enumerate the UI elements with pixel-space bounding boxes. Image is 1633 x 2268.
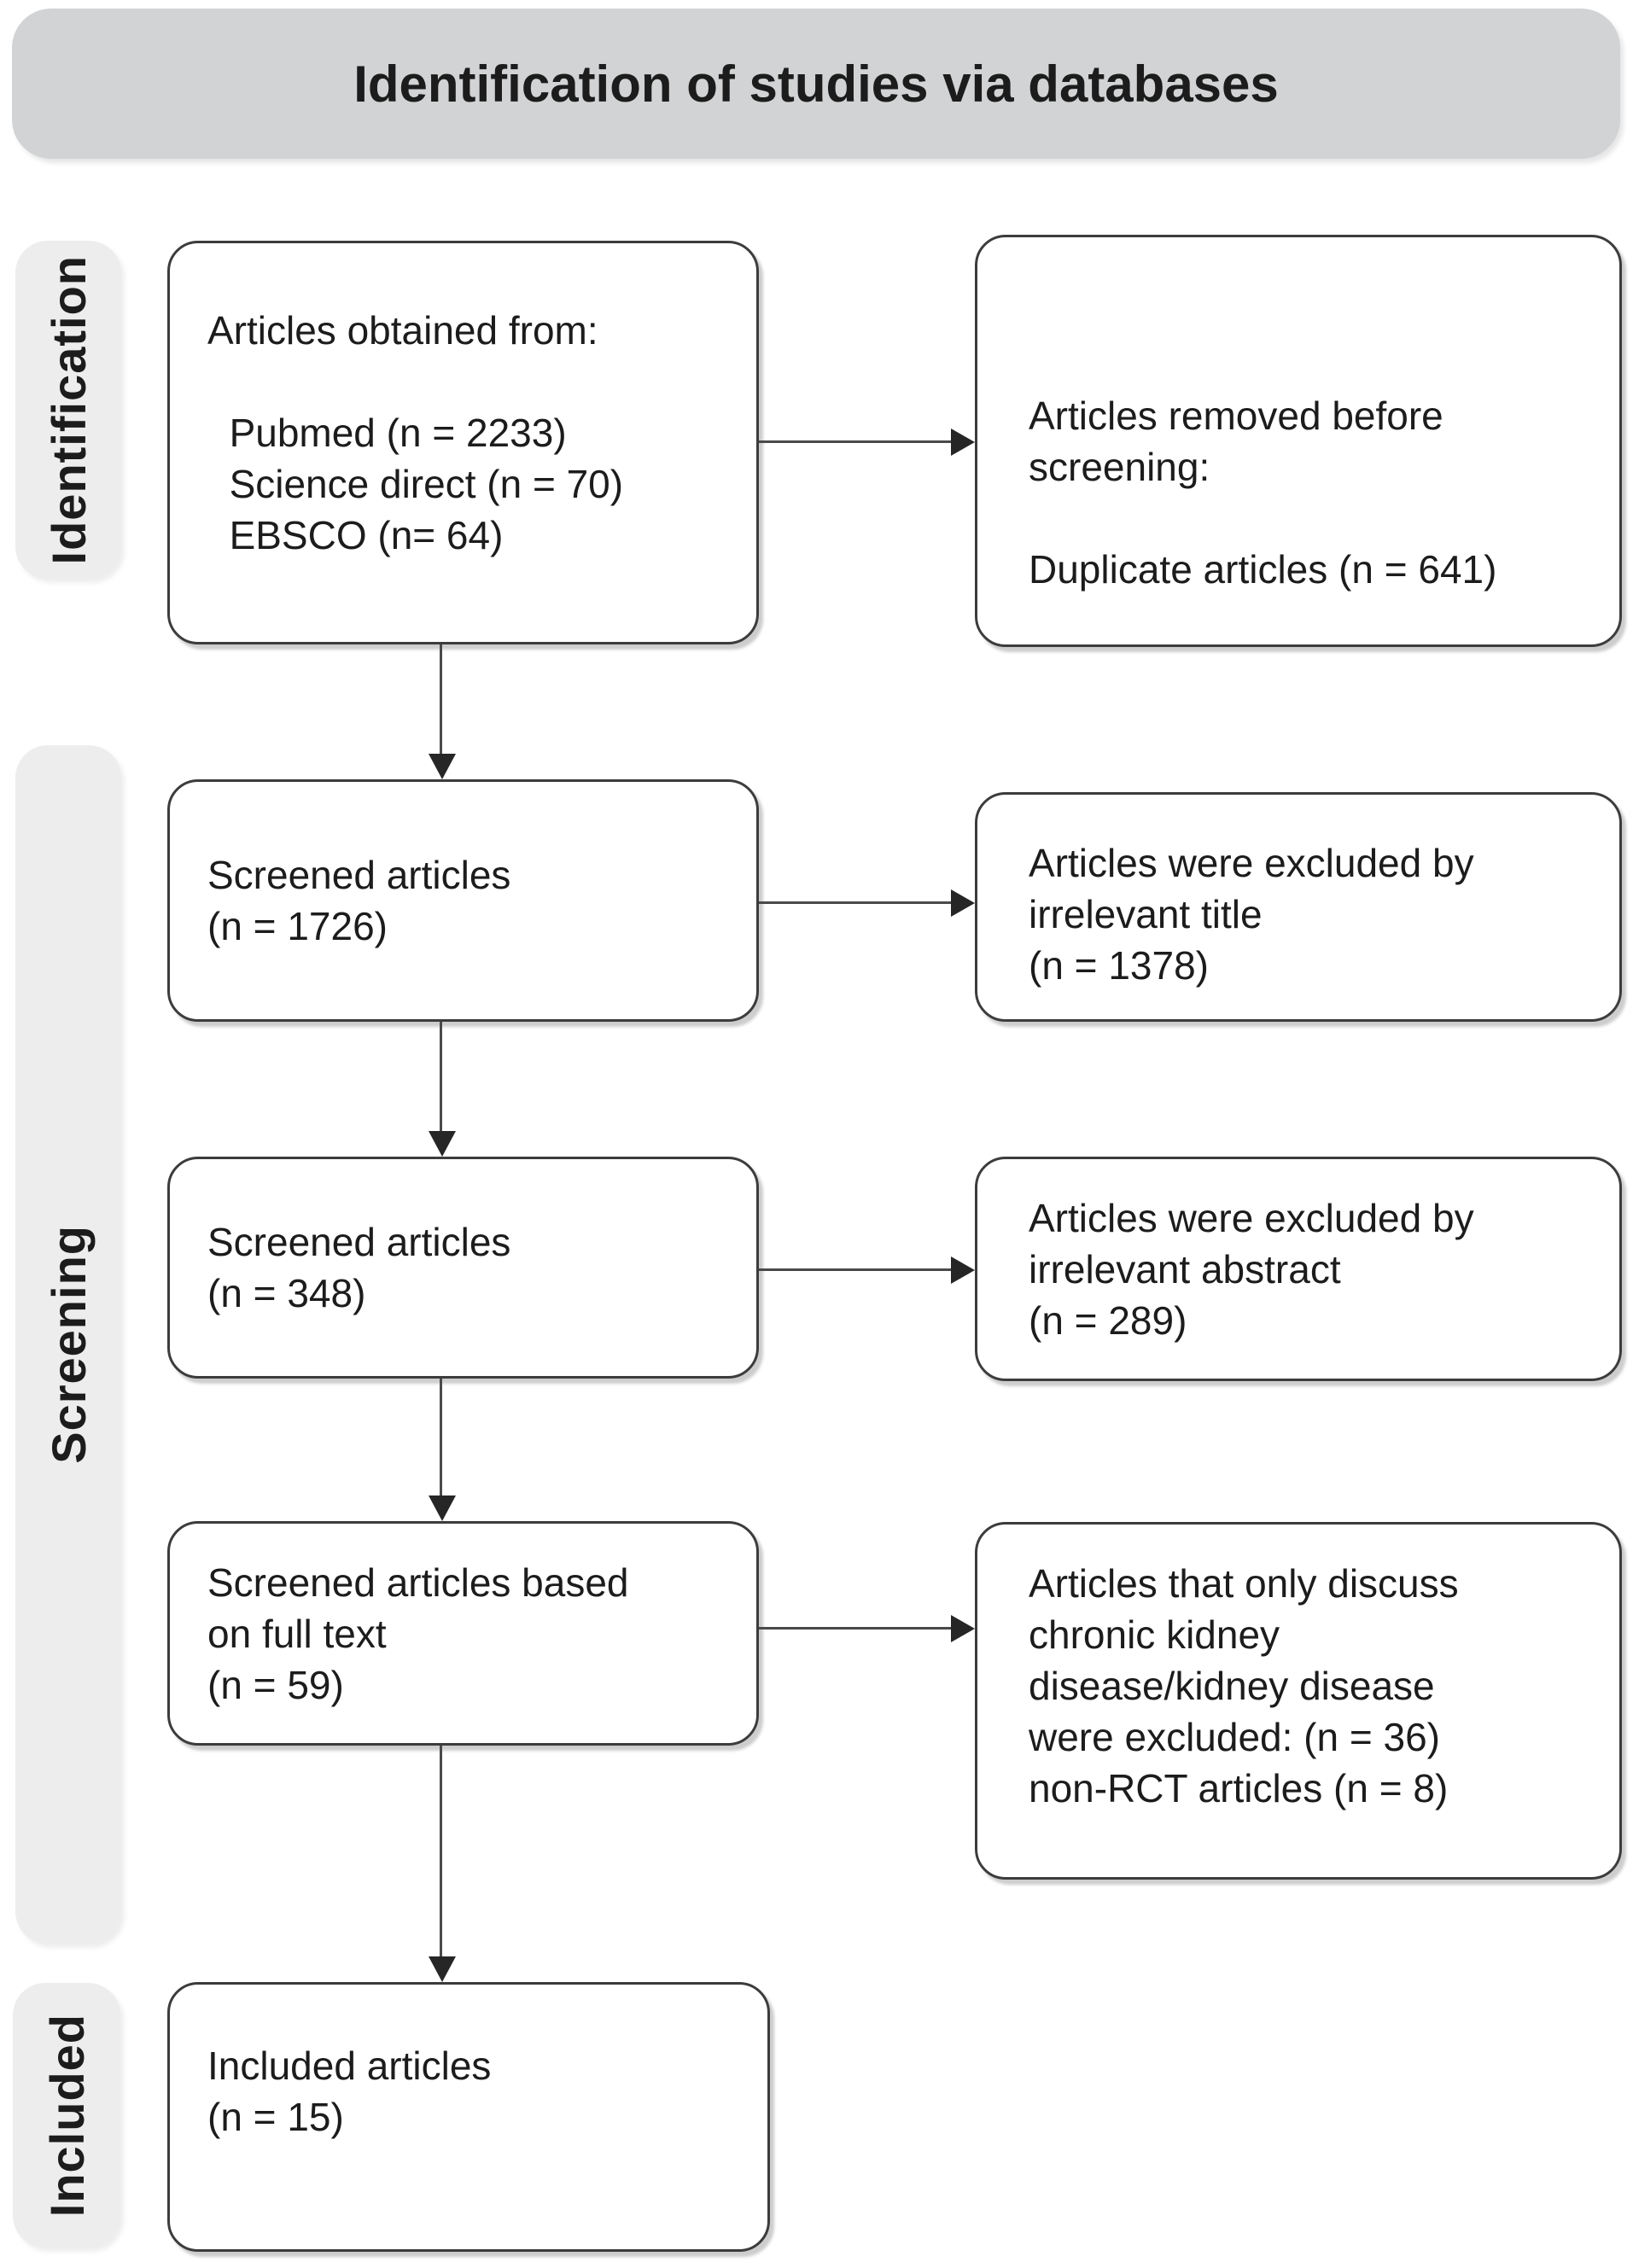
box-articles-obtained: Articles obtained from: Pubmed (n = 2233… — [167, 241, 759, 644]
box-included-articles: Included articles (n = 15) — [167, 1982, 770, 2252]
arrow-line — [440, 644, 442, 755]
box-screened-fulltext: Screened articles based on full text (n … — [167, 1521, 759, 1746]
diagram-title: Identification of studies via databases — [12, 9, 1620, 159]
stage-label-identification-text: Identification — [41, 254, 96, 565]
box-excluded-abstract: Articles were excluded by irrelevant abs… — [975, 1157, 1622, 1381]
box-screened-title: Screened articles (n = 1726) — [167, 779, 759, 1022]
stage-label-screening-text: Screening — [41, 1225, 96, 1464]
box-excluded-title: Articles were excluded by irrelevant tit… — [975, 792, 1622, 1022]
box-screened-abstract-text: Screened articles (n = 348) — [207, 1220, 511, 1315]
box-excluded-title-text: Articles were excluded by irrelevant tit… — [1029, 840, 1474, 988]
box-screened-abstract: Screened articles (n = 348) — [167, 1157, 759, 1379]
box-removed-before-screening-text: Articles removed before screening: Dupli… — [1029, 393, 1497, 592]
arrow-line — [759, 440, 953, 443]
box-excluded-fulltext-text: Articles that only discuss chronic kidne… — [1029, 1560, 1459, 1810]
arrow-line — [440, 1746, 442, 1956]
arrow-down-head-icon — [429, 1131, 456, 1157]
stage-label-screening: Screening — [15, 745, 121, 1944]
arrow-line — [440, 1022, 442, 1131]
arrow-down-head-icon — [429, 1956, 456, 1982]
box-removed-before-screening: Articles removed before screening: Dupli… — [975, 235, 1622, 647]
box-included-articles-text: Included articles (n = 15) — [207, 2044, 492, 2139]
stage-label-included: Included — [13, 1983, 120, 2248]
box-articles-obtained-text: Articles obtained from: Pubmed (n = 2233… — [207, 307, 624, 557]
arrow-right-head-icon — [951, 1615, 975, 1642]
arrow-line — [759, 1268, 953, 1271]
arrow-down-head-icon — [429, 1495, 456, 1521]
stage-label-identification: Identification — [15, 241, 121, 579]
box-excluded-fulltext: Articles that only discuss chronic kidne… — [975, 1522, 1622, 1880]
stage-label-included-text: Included — [39, 2013, 94, 2218]
arrow-line — [759, 901, 953, 904]
arrow-right-head-icon — [951, 1256, 975, 1284]
arrow-line — [440, 1379, 442, 1495]
box-excluded-abstract-text: Articles were excluded by irrelevant abs… — [1029, 1195, 1474, 1343]
arrow-line — [759, 1627, 953, 1630]
box-screened-title-text: Screened articles (n = 1726) — [207, 853, 511, 948]
arrow-down-head-icon — [429, 754, 456, 779]
arrow-right-head-icon — [951, 889, 975, 917]
arrow-right-head-icon — [951, 429, 975, 456]
box-screened-fulltext-text: Screened articles based on full text (n … — [207, 1560, 629, 1707]
